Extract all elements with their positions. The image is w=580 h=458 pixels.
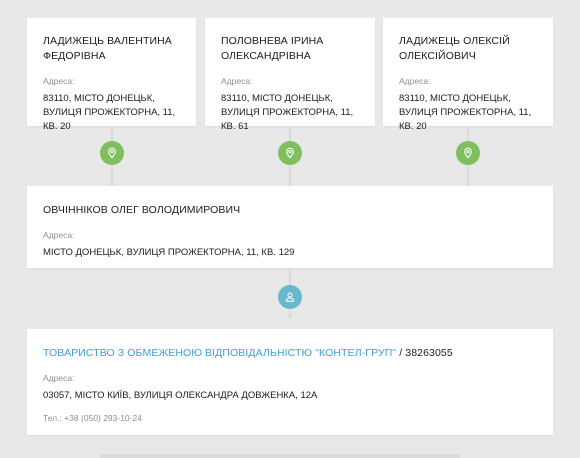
address-label: Адреса: (43, 230, 75, 240)
founder-card-2: ПОЛОВНЕВА ІРИНА ОЛЕКСАНДРІВНА Адреса: 83… (205, 18, 375, 132)
bottom-divider (100, 454, 460, 458)
company-link[interactable]: ТОВАРИСТВО З ОБМЕЖЕНОЮ ВІДПОВІДАЛЬНІСТЮ … (43, 347, 397, 359)
person-name: ЛАДИЖЕЦЬ ВАЛЕНТИНА ФЕДОРІВНА (43, 35, 172, 62)
person-name: ЛАДИЖЕЦЬ ОЛЕКСІЙ ОЛЕКСІЙОВИЧ (399, 35, 510, 62)
map-pin-icon (456, 141, 480, 165)
arrow-down-icon (286, 314, 294, 319)
company-title: ТОВАРИСТВО З ОБМЕЖЕНОЮ ВІДПОВІДАЛЬНІСТЮ … (43, 346, 539, 361)
beneficiary-card: ОВЧІННІКОВ ОЛЕГ ВОЛОДИМИРОВИЧ Адреса: МІ… (27, 186, 553, 268)
map-pin-icon (100, 141, 124, 165)
address-label: Адреса: (43, 373, 75, 383)
map-pin-icon (278, 141, 302, 165)
address-label: Адреса: (43, 76, 75, 86)
address-value: 83110, МІСТО ДОНЕЦЬК, ВУЛИЦЯ ПРОЖЕКТОРНА… (221, 93, 354, 132)
person-name: ПОЛОВНЕВА ІРИНА ОЛЕКСАНДРІВНА (221, 35, 324, 62)
person-name: ОВЧІННІКОВ ОЛЕГ ВОЛОДИМИРОВИЧ (43, 204, 241, 216)
company-code: / 38263055 (396, 347, 453, 359)
founder-card-3: ЛАДИЖЕЦЬ ОЛЕКСІЙ ОЛЕКСІЙОВИЧ Адреса: 831… (383, 18, 553, 132)
person-icon (278, 285, 302, 309)
founder-card-1: ЛАДИЖЕЦЬ ВАЛЕНТИНА ФЕДОРІВНА Адреса: 831… (27, 18, 196, 132)
company-card: ТОВАРИСТВО З ОБМЕЖЕНОЮ ВІДПОВІДАЛЬНІСТЮ … (27, 329, 553, 435)
address-value: МІСТО ДОНЕЦЬК, ВУЛИЦЯ ПРОЖЕКТОРНА, 11, К… (43, 247, 295, 258)
phone-value: Тел.: +38 (050) 293-10-24 (43, 413, 142, 423)
address-label: Адреса: (221, 76, 253, 86)
address-label: Адреса: (399, 76, 431, 86)
address-value: 83110, МІСТО ДОНЕЦЬК, ВУЛИЦЯ ПРОЖЕКТОРНА… (43, 93, 176, 132)
address-value: 83110, МІСТО ДОНЕЦЬК, ВУЛИЦЯ ПРОЖЕКТОРНА… (399, 93, 532, 132)
address-value: 03057, МІСТО КИЇВ, ВУЛИЦЯ ОЛЕКСАНДРА ДОВ… (43, 390, 318, 401)
